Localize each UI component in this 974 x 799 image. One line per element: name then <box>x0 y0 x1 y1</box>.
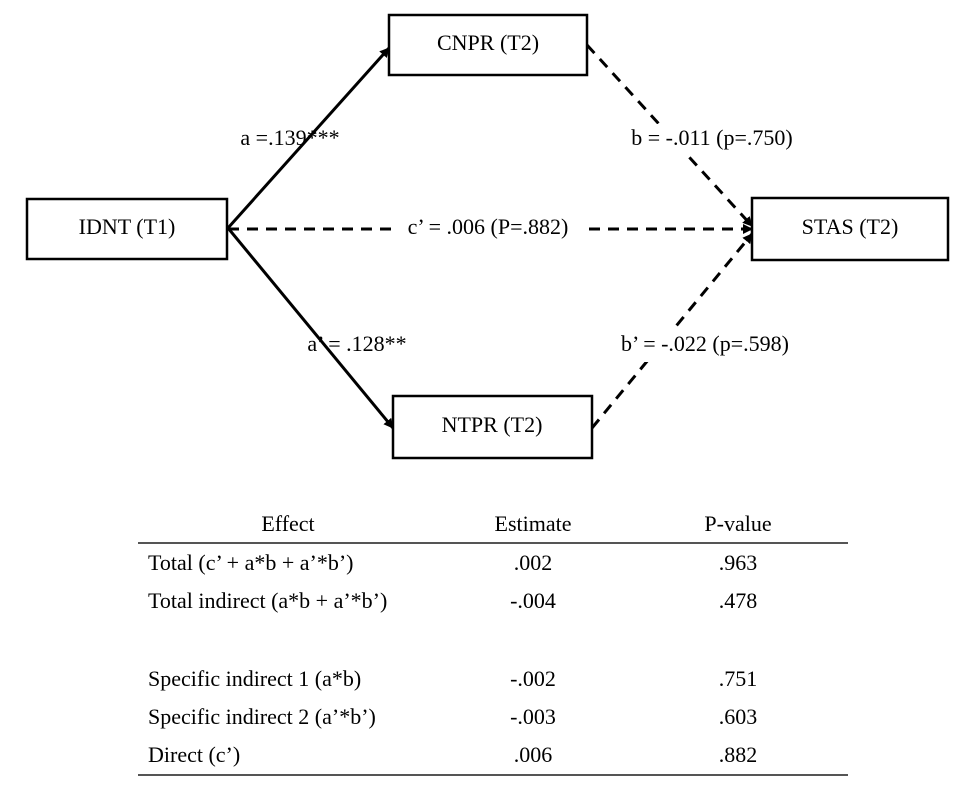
node-idnt-label: IDNT (T1) <box>79 214 176 239</box>
cell-pvalue: .882 <box>718 742 758 767</box>
path-c-prime-label: c’ = .006 (P=.882) <box>408 214 569 239</box>
node-cnpr: CNPR (T2) <box>387 13 589 77</box>
cell-estimate: .006 <box>513 742 553 767</box>
cell-estimate: -.003 <box>510 704 556 729</box>
path-a-arrow <box>226 46 391 230</box>
table-header-row: Effect Estimate P-value <box>138 506 848 543</box>
cell-pvalue: .751 <box>718 666 758 691</box>
header-pvalue: P-value <box>704 511 772 536</box>
table-row: Specific indirect 1 (a*b) -.002 .751 <box>138 660 848 698</box>
path-a-label: a =.139*** <box>240 125 339 150</box>
table-row: Specific indirect 2 (a’*b’) -.003 .603 <box>138 698 848 736</box>
cell-effect: Total (c’ + a*b + a’*b’) <box>148 550 354 575</box>
cell-pvalue: .478 <box>718 588 758 613</box>
effects-table: Effect Estimate P-value Total (c’ + a*b … <box>138 506 848 776</box>
cell-effect: Direct (c’) <box>148 742 241 767</box>
table-row: Total (c’ + a*b + a’*b’) .002 .963 <box>138 543 848 582</box>
node-stas-label: STAS (T2) <box>802 214 899 239</box>
header-estimate: Estimate <box>494 511 572 536</box>
cell-effect <box>138 620 438 660</box>
cell-pvalue: .603 <box>718 704 758 729</box>
cell-estimate <box>438 620 628 660</box>
cell-estimate: -.004 <box>510 588 556 613</box>
node-idnt: IDNT (T1) <box>25 197 229 261</box>
table-spacer-row <box>138 620 848 660</box>
cell-pvalue <box>628 620 848 660</box>
path-b-label: b = -.011 (p=.750) <box>631 125 792 150</box>
path-diagram: IDNT (T1) CNPR (T2) NTPR (T2) STAS (T2) … <box>25 13 950 460</box>
node-ntpr-label: NTPR (T2) <box>442 412 543 437</box>
cell-estimate: -.002 <box>510 666 556 691</box>
cell-pvalue: .963 <box>718 550 758 575</box>
path-a-prime-arrow <box>226 227 395 429</box>
header-effect: Effect <box>261 511 315 536</box>
node-ntpr: NTPR (T2) <box>391 394 594 460</box>
table-row: Total indirect (a*b + a’*b’) -.004 .478 <box>138 582 848 620</box>
table-row: Direct (c’) .006 .882 <box>138 736 848 775</box>
cell-estimate: .002 <box>513 550 553 575</box>
node-stas: STAS (T2) <box>750 196 950 262</box>
cell-effect: Specific indirect 2 (a’*b’) <box>148 704 376 729</box>
node-cnpr-label: CNPR (T2) <box>437 30 539 55</box>
path-a-prime-label: a’ = .128** <box>307 331 406 356</box>
path-b-prime-label: b’ = -.022 (p=.598) <box>621 331 789 356</box>
cell-effect: Total indirect (a*b + a’*b’) <box>148 588 388 613</box>
path-b-prime-arrow <box>590 233 754 429</box>
cell-effect: Specific indirect 1 (a*b) <box>148 666 362 691</box>
